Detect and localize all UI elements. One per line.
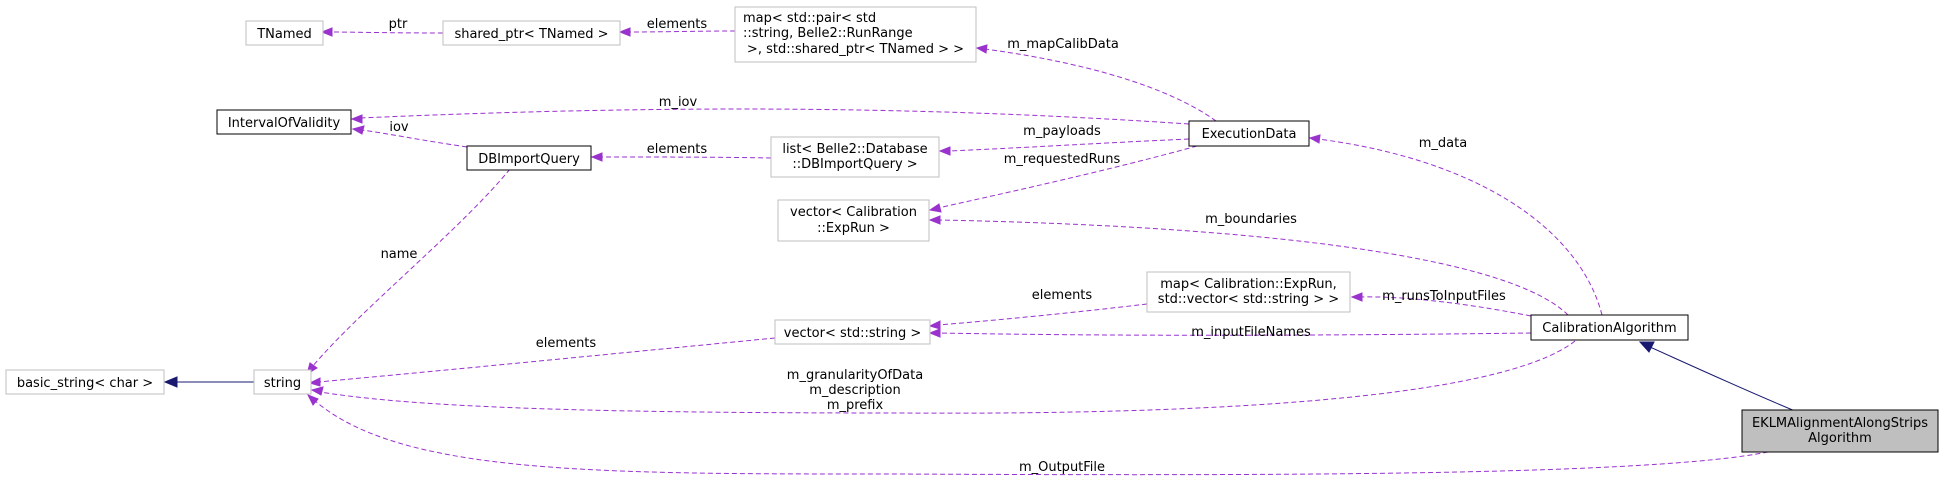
node-calibration-algorithm[interactable]: CalibrationAlgorithm: [1530, 314, 1689, 341]
edge-m-outputfile-arrowhead: [306, 394, 319, 406]
edge-calib-to-string: [319, 340, 1576, 414]
edge-mapcalib: [984, 48, 1217, 122]
edge-elements-list-arrowhead: [590, 152, 603, 162]
node-map-calib-data[interactable]: map< std::pair< std ::string, Belle2::Ru…: [734, 6, 977, 63]
edge-iov: [361, 129, 468, 148]
edge-m-data: [1317, 138, 1603, 316]
edge-calib-to-string-arrowhead: [310, 386, 324, 396]
edge-m-iov-arrowhead: [350, 114, 363, 124]
node-list-dbimportquery-label: ::DBImportQuery >: [792, 157, 917, 172]
edge-basic-string-inheritance-arrowhead: [163, 376, 178, 388]
edge-elements-str-arrowhead: [308, 377, 321, 387]
node-dbimportquery[interactable]: DBImportQuery: [466, 145, 592, 171]
edge-m-runstoinputfiles: [1359, 296, 1532, 317]
node-execution-data-label: ExecutionData: [1202, 127, 1297, 142]
edge-elements-shared-arrowhead: [618, 27, 631, 37]
edge-mapcalib-arrowhead: [975, 44, 988, 54]
edge-label-elements-shared: elements: [647, 17, 708, 32]
node-basic-string-char-label: basic_string< char >: [17, 376, 153, 391]
node-vector-exprun-label: ::ExpRun >: [817, 221, 890, 236]
edge-label-name: name: [381, 247, 418, 262]
edge-label-ptr: ptr: [389, 17, 408, 32]
edge-label-mapcalib: m_mapCalibData: [1007, 37, 1119, 52]
edge-elements-shared: [627, 30, 736, 33]
node-map-runs-to-input[interactable]: map< Calibration::ExpRun, std::vector< s…: [1146, 271, 1351, 313]
node-map-calib-data-label: ::string, Belle2::RunRange: [743, 26, 913, 41]
node-basic-string-char[interactable]: basic_string< char >: [5, 369, 165, 395]
edge-elements-vec-arrowhead: [928, 320, 941, 330]
node-map-calib-data-label: map< std::pair< std: [743, 11, 876, 26]
edge-ptr-arrowhead: [320, 27, 333, 37]
edge-m-iov: [359, 108, 1190, 125]
edge-ptr: [329, 31, 444, 34]
node-tnamed-label: TNamed: [256, 27, 312, 42]
edge-m-payloads: [947, 138, 1190, 152]
node-shared-ptr-tnamed-label: shared_ptr< TNamed >: [454, 27, 608, 42]
edge-name: [311, 168, 511, 368]
node-execution-data[interactable]: ExecutionData: [1188, 120, 1310, 147]
node-map-calib-data-label: >, std::shared_ptr< TNamed > >: [747, 42, 964, 57]
node-vector-exprun-label: vector< Calibration: [790, 205, 917, 220]
edge-label-elements-str: elements: [536, 336, 597, 351]
node-vector-exprun[interactable]: vector< Calibration ::ExpRun >: [777, 199, 930, 242]
edge-m-outputfile: [313, 399, 1769, 476]
node-list-dbimportquery[interactable]: list< Belle2::Database ::DBImportQuery >: [770, 136, 940, 178]
node-string-label: string: [264, 376, 301, 391]
edge-label-elements-vec: elements: [1032, 288, 1093, 303]
edge-m-inputfilenames-arrowhead: [928, 328, 941, 338]
node-tnamed[interactable]: TNamed: [245, 20, 324, 46]
node-string[interactable]: string: [253, 369, 312, 395]
edge-elements-list: [599, 156, 772, 159]
edge-label-elements-list: elements: [647, 142, 708, 157]
edge-label-m-inputfilenames: m_inputFileNames: [1191, 325, 1311, 340]
node-dbimportquery-label: DBImportQuery: [478, 152, 580, 167]
edge-elements-vec: [937, 303, 1148, 326]
edge-label-m-iov: m_iov: [659, 95, 698, 110]
node-list-dbimportquery-label: list< Belle2::Database: [782, 142, 927, 157]
node-vector-string-label: vector< std::string >: [784, 326, 921, 341]
edge-m-requestedruns-arrowhead: [928, 203, 942, 213]
edge-m-inputfilenames: [937, 332, 1532, 336]
edge-eklm-inheritance-arrowhead: [1638, 341, 1655, 353]
node-shared-ptr-tnamed[interactable]: shared_ptr< TNamed >: [442, 20, 621, 46]
node-calibration-algorithm-label: CalibrationAlgorithm: [1542, 321, 1676, 336]
edge-m-payloads-arrowhead: [938, 146, 951, 156]
edge-label-iov: iov: [389, 120, 409, 135]
edge-label-calib-to-string: m_granularityOfData m_description m_pref…: [787, 368, 923, 413]
edge-label-m-payloads: m_payloads: [1023, 124, 1101, 139]
edge-m-runstoinputfiles-arrowhead: [1350, 292, 1363, 302]
node-eklm-alignment-along-strips-algorithm[interactable]: EKLMAlignmentAlongStrips Algorithm: [1741, 409, 1939, 453]
edge-label-m-data: m_data: [1419, 136, 1467, 151]
edge-label-m-outputfile: m_OutputFile: [1019, 460, 1105, 475]
node-vector-string[interactable]: vector< std::string >: [774, 319, 931, 345]
node-interval-of-validity[interactable]: IntervalOfValidity: [216, 109, 352, 135]
edge-m-boundaries: [937, 219, 1569, 316]
edge-label-m-requestedruns: m_requestedRuns: [1004, 152, 1121, 167]
edge-label-calib-to-string-line: m_description: [809, 383, 900, 398]
node-map-runs-to-input-label: map< Calibration::ExpRun,: [1160, 277, 1337, 292]
edge-label-calib-to-string-line: m_granularityOfData: [787, 368, 923, 383]
edge-eklm-inheritance: [1649, 346, 1796, 412]
edge-iov-arrowhead: [351, 125, 365, 135]
edge-m-boundaries-arrowhead: [928, 215, 941, 225]
node-map-runs-to-input-label: std::vector< std::string > >: [1158, 292, 1339, 307]
node-interval-of-validity-label: IntervalOfValidity: [228, 116, 341, 131]
edge-label-calib-to-string-line: m_prefix: [827, 398, 884, 413]
edge-m-requestedruns: [937, 145, 1198, 209]
edge-m-data-arrowhead: [1308, 134, 1321, 144]
edge-elements-str: [317, 337, 776, 383]
edge-label-m-boundaries: m_boundaries: [1205, 212, 1297, 227]
node-eklm-label: Algorithm: [1808, 431, 1872, 446]
node-eklm-label: EKLMAlignmentAlongStrips: [1752, 416, 1928, 431]
edge-label-m-runstoinputfiles: m_runsToInputFiles: [1382, 289, 1506, 304]
